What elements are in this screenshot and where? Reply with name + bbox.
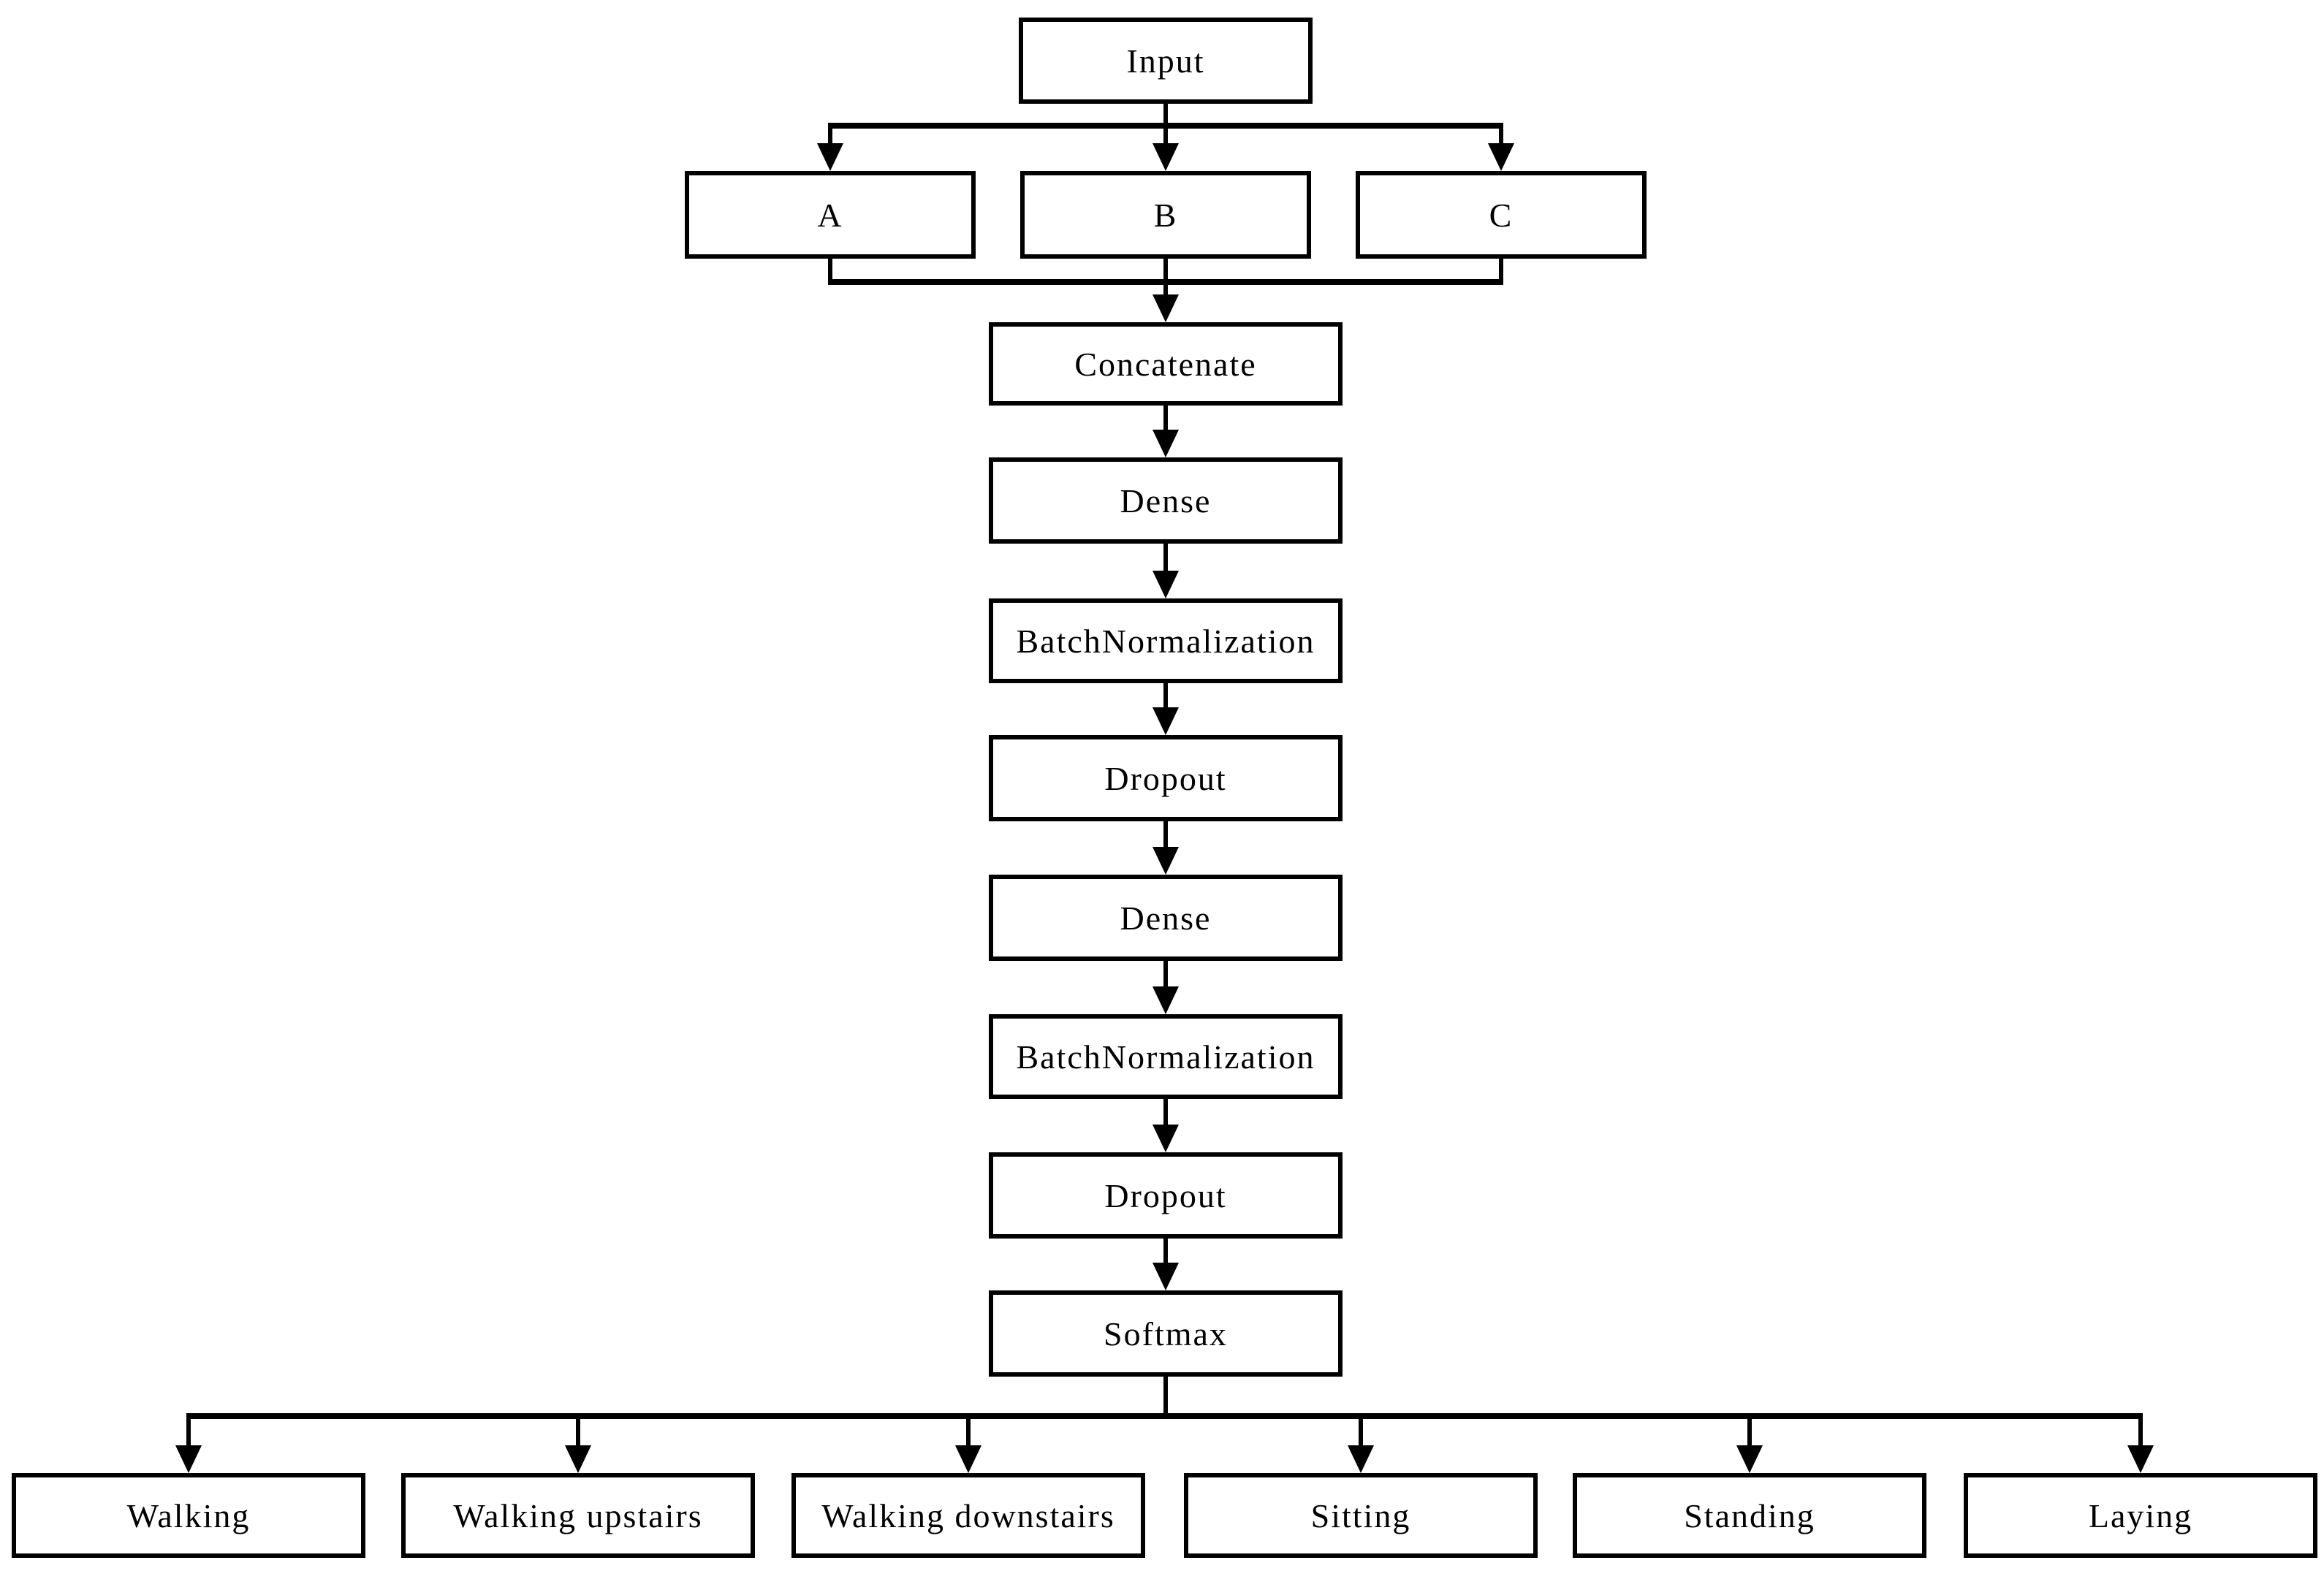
connector-bn2-dropout2-stem (1163, 1099, 1168, 1126)
node-output-sitting: Sitting (1184, 1473, 1538, 1558)
node-concatenate-label: Concatenate (1074, 345, 1257, 383)
node-softmax: Softmax (989, 1290, 1343, 1377)
connector-to-walking-stem (186, 1419, 191, 1447)
connector-c-stub (1499, 259, 1503, 285)
node-input: Input (1019, 18, 1313, 104)
arrow-down-to-walking-upstairs-icon (565, 1445, 591, 1473)
connector-to-walking-upstairs-stem (576, 1419, 580, 1447)
node-dense-2: Dense (989, 875, 1343, 961)
arrow-down-to-dense2-icon (1152, 847, 1179, 875)
connector-merge-line (828, 279, 1503, 285)
connector-fan-line (186, 1413, 2143, 1419)
connector-to-sitting-stem (1359, 1419, 1363, 1447)
node-dropout-1: Dropout (989, 735, 1343, 821)
node-dropout-2-label: Dropout (1104, 1176, 1227, 1214)
node-output-walking: Walking (12, 1473, 365, 1558)
node-output-laying-label: Laying (2088, 1496, 2193, 1534)
connector-merge-stem (1163, 285, 1168, 298)
node-concatenate: Concatenate (989, 322, 1343, 406)
connector-concatenate-dense1-stem (1163, 406, 1168, 433)
node-output-walking-downstairs-label: Walking downstairs (821, 1496, 1115, 1534)
arrow-down-to-c-icon (1488, 143, 1514, 171)
node-output-sitting-label: Sitting (1310, 1496, 1411, 1534)
node-branch-a: A (685, 171, 976, 259)
node-branch-c-label: C (1489, 196, 1514, 234)
connector-a-stub (828, 259, 832, 285)
arrow-down-to-dense1-icon (1152, 430, 1179, 457)
connector-to-b-stem (1163, 129, 1168, 146)
node-output-walking-label: Walking (126, 1496, 251, 1534)
connector-to-laying-stem (2138, 1419, 2143, 1447)
connector-to-walking-downstairs-stem (966, 1419, 971, 1447)
node-branch-a-label: A (817, 196, 843, 234)
node-batch-norm-2: BatchNormalization (989, 1014, 1343, 1099)
arrow-down-to-b-icon (1152, 143, 1179, 171)
arrow-down-to-batchnorm2-icon (1152, 986, 1179, 1014)
node-output-walking-downstairs: Walking downstairs (791, 1473, 1145, 1558)
node-dropout-1-label: Dropout (1104, 759, 1227, 797)
connector-to-c-stem (1499, 129, 1503, 146)
node-branch-c: C (1356, 171, 1647, 259)
node-output-laying: Laying (1964, 1473, 2317, 1558)
connector-input-stem (1163, 104, 1168, 129)
node-batch-norm-1-label: BatchNormalization (1016, 622, 1315, 660)
connector-dense2-bn2-stem (1163, 961, 1168, 988)
connector-to-standing-stem (1747, 1419, 1752, 1447)
arrow-down-to-batchnorm1-icon (1152, 571, 1179, 598)
arrow-down-to-walking-downstairs-icon (955, 1445, 981, 1473)
node-output-walking-upstairs-label: Walking upstairs (453, 1496, 703, 1534)
node-batch-norm-1: BatchNormalization (989, 598, 1343, 683)
connector-split-line (828, 123, 1503, 129)
connector-b-stub (1163, 259, 1168, 285)
connector-dropout2-softmax-stem (1163, 1239, 1168, 1264)
connector-dropout1-dense2-stem (1163, 821, 1168, 848)
arrow-down-to-dropout1-icon (1152, 707, 1179, 735)
arrow-down-to-concatenate-icon (1152, 294, 1179, 322)
arrow-down-to-laying-icon (2127, 1445, 2154, 1473)
arrow-down-to-standing-icon (1736, 1445, 1763, 1473)
node-branch-b-label: B (1153, 196, 1178, 234)
connector-dense1-bn1-stem (1163, 544, 1168, 572)
node-dense-1-label: Dense (1120, 482, 1212, 520)
connector-to-a-stem (828, 129, 832, 146)
node-dense-2-label: Dense (1120, 899, 1212, 937)
arrow-down-to-a-icon (817, 143, 843, 171)
arrow-down-to-sitting-icon (1348, 1445, 1374, 1473)
arrow-down-to-dropout2-icon (1152, 1125, 1179, 1152)
node-branch-b: B (1020, 171, 1311, 259)
connector-bn1-dropout1-stem (1163, 683, 1168, 709)
node-dropout-2: Dropout (989, 1152, 1343, 1239)
node-input-label: Input (1126, 42, 1205, 80)
node-output-walking-upstairs: Walking upstairs (401, 1473, 755, 1558)
node-batch-norm-2-label: BatchNormalization (1016, 1038, 1315, 1076)
node-softmax-label: Softmax (1104, 1315, 1228, 1353)
node-output-standing-label: Standing (1684, 1496, 1815, 1534)
connector-softmax-stem (1163, 1377, 1168, 1419)
node-output-standing: Standing (1573, 1473, 1926, 1558)
arrow-down-to-softmax-icon (1152, 1263, 1179, 1290)
node-dense-1: Dense (989, 457, 1343, 544)
arrow-down-to-walking-icon (175, 1445, 202, 1473)
